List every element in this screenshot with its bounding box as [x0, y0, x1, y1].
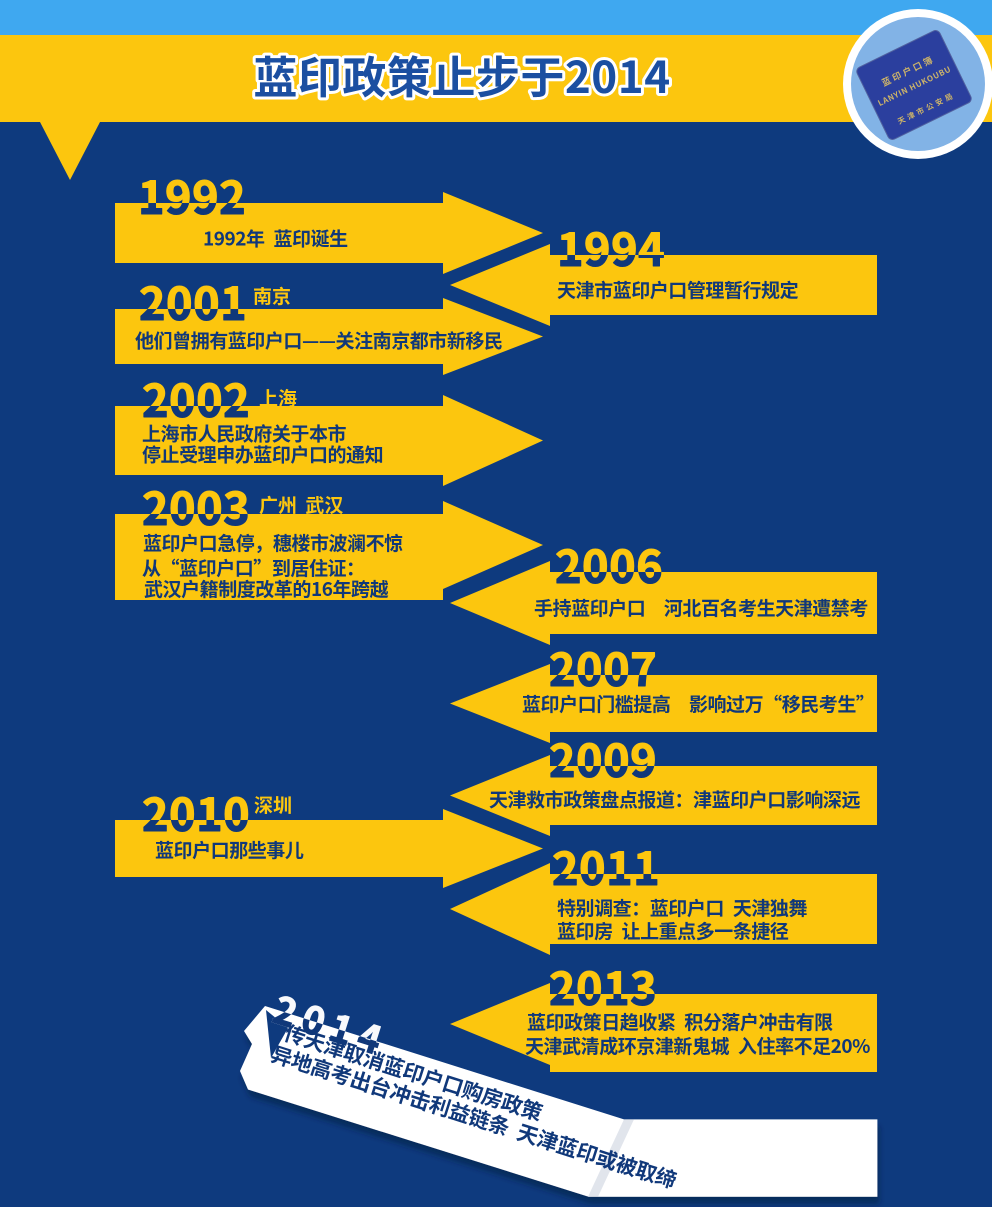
timeline-row-2001: 2001 2001 南京 他们曾拥有蓝印户口——关注南京都市新移民	[115, 267, 543, 375]
subtitle-line: 停止受理申办蓝印户口的通知	[142, 441, 383, 468]
timeline-row-1994: 1994 1994 天津市蓝印户口管理暂行规定	[450, 213, 877, 326]
white-band[interactable]	[240, 1006, 878, 1197]
subtitle-line: 蓝印户口那些事儿	[155, 836, 304, 863]
timeline-row-1992: 1992 1992 1992年 蓝印诞生	[115, 161, 543, 274]
timeline-arrow-l[interactable]	[450, 863, 877, 955]
hukou-booklet: 蓝印户口簿 LANYIN HUKOUBU 天津市公安局	[856, 30, 972, 140]
subtitle-line: 1992年 蓝印诞生	[203, 225, 348, 252]
timeline-row-2009: 2009 2009 天津救市政策盘点报道：津蓝印户口影响深远	[450, 724, 877, 836]
timeline-arrow-r[interactable]	[115, 809, 543, 888]
year-label-bottom: 2007	[549, 634, 657, 699]
year-label-bottom: 2013	[549, 953, 657, 1018]
timeline-arrow-r[interactable]	[115, 501, 543, 600]
timeline-arrow-l[interactable]	[450, 755, 877, 836]
year-label-bottom: 2001	[139, 268, 247, 333]
timeline-row-2010: 2010 2010 深圳 蓝印户口那些事儿	[115, 778, 543, 888]
subtitle-line: 蓝印房 让上重点多一条捷径	[557, 917, 789, 944]
timeline-arrow-l[interactable]	[450, 983, 877, 1072]
timeline-row-2011: 2011 2011 特别调查：蓝印户口 天津独舞 蓝印房 让上重点多一条捷径	[450, 832, 877, 955]
subtitle-line: 蓝印户口门槛提高 影响过万“移民考生”	[522, 690, 874, 717]
subtitle-line: 他们曾拥有蓝印户口——关注南京都市新移民	[135, 327, 503, 354]
header: 蓝印政策止步于2014	[0, 0, 992, 180]
timeline-arrow-l[interactable]	[450, 664, 877, 743]
timeline-row-2003: 2003 2003 广州 武汉 蓝印户口急停，穗楼市波澜不惊 从“蓝印户口”到居…	[115, 472, 543, 602]
banner-tail	[40, 122, 100, 180]
year-label-bottom: 2010	[142, 779, 250, 844]
year-label-bottom: 2011	[552, 833, 660, 898]
year-label-bottom: 2009	[549, 725, 657, 790]
subtitle-line: 天津救市政策盘点报道：津蓝印户口影响深远	[489, 786, 860, 813]
subtitle-line: 武汉户籍制度改革的16年跨越	[144, 575, 389, 602]
year-label-bottom: 2006	[555, 531, 663, 596]
subtitle-line: 蓝印户口急停，穗楼市波澜不惊	[143, 529, 403, 556]
subtitle-line: 蓝印政策日趋收紧 积分落户冲击有限	[527, 1008, 833, 1035]
top-strip	[0, 0, 992, 35]
timeline-arrow-l[interactable]	[450, 244, 877, 326]
year-label-bottom: 1994	[557, 214, 665, 279]
subtitle-line: 从“蓝印户口”到居住证：	[142, 554, 365, 581]
page-title: 蓝印政策止步于2014	[253, 42, 670, 106]
year-label-bottom: 1992	[138, 162, 246, 227]
subtitle-line: 特别调查：蓝印户口 天津独舞	[557, 894, 807, 921]
band-fold	[588, 1119, 634, 1197]
year-label-bottom: 2003	[142, 473, 250, 538]
timeline-arrow-r[interactable]	[115, 395, 543, 486]
band-tear-notch	[266, 1010, 288, 1058]
subtitle-line: 天津市蓝印户口管理暂行规定	[557, 276, 799, 303]
year-label-bottom: 2002	[142, 365, 250, 430]
timeline-arrow-r[interactable]	[115, 298, 543, 375]
subtitle-line: 天津武清成环京津新鬼城 入住率不足20%	[525, 1032, 870, 1059]
subtitle-line: 手持蓝印户口 河北百名考生天津遭禁考	[534, 594, 868, 621]
timeline-row-2013: 2013 2013 蓝印政策日趋收紧 积分落户冲击有限 天津武清成环京津新鬼城 …	[450, 952, 877, 1072]
city-label: 广州 武汉	[259, 491, 343, 518]
city-label: 南京	[253, 282, 291, 309]
timeline-row-2006: 2006 2006 手持蓝印户口 河北百名考生天津遭禁考	[450, 530, 877, 645]
city-label: 上海	[259, 384, 297, 411]
timeline-row-2002: 2002 2002 上海 上海市人民政府关于本市 停止受理申办蓝印户口的通知	[115, 364, 543, 486]
title-banner	[0, 35, 992, 122]
timeline-arrow-l[interactable]	[450, 561, 877, 645]
city-label: 深圳	[254, 791, 292, 818]
hukou-badge[interactable]: 蓝印户口簿 LANYIN HUKOUBU 天津市公安局	[843, 9, 992, 159]
subtitle-line: 上海市人民政府关于本市	[142, 420, 347, 447]
timeline-arrow-r[interactable]	[115, 192, 543, 274]
timeline-row-2007: 2007 2007 蓝印户口门槛提高 影响过万“移民考生”	[450, 633, 877, 743]
